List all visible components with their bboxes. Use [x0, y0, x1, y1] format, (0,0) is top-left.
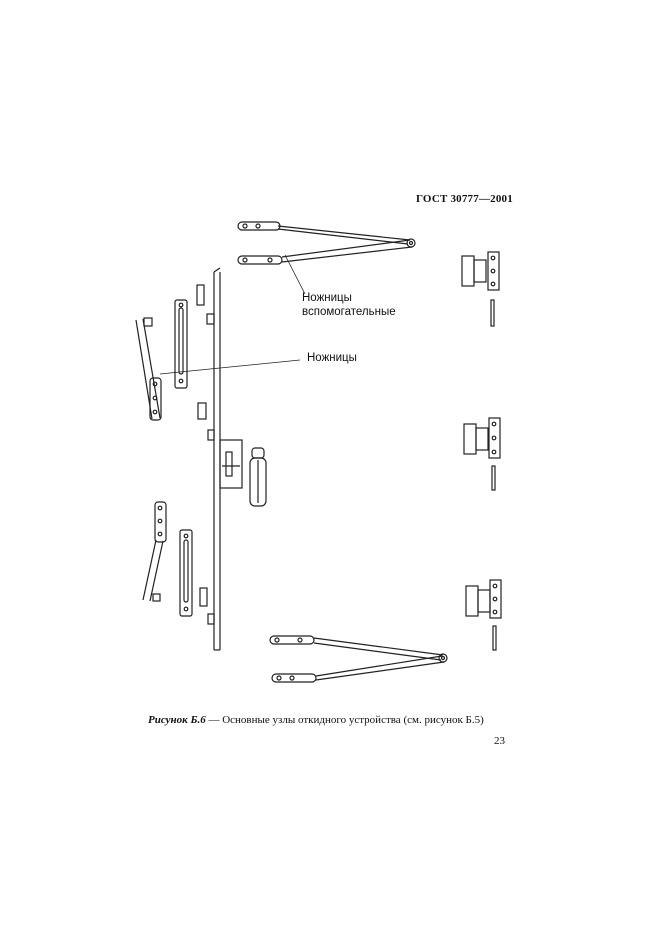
callout-auxiliary-scissors: Ножницы вспомогательные: [302, 291, 396, 319]
document-code-header: ГОСТ 30777—2001: [416, 193, 513, 205]
hinge-bottom: [465, 579, 502, 651]
strike-plate-lower: [179, 529, 193, 617]
scissors-arm-lower-left: [142, 501, 167, 602]
figure-caption-label: Рисунок Б.6: [148, 714, 206, 726]
figure-caption-text: — Основные узлы откидного устройства (см…: [205, 714, 484, 726]
callout-scissors: Ножницы: [307, 352, 357, 364]
hinge-middle: [463, 417, 501, 491]
scissors-leader-line: [159, 359, 301, 375]
auxiliary-scissors-bottom: [269, 635, 448, 683]
auxiliary-scissors-top: [237, 221, 416, 295]
rod-brackets: [196, 284, 215, 625]
callout-auxiliary-scissors-line1: Ножницы: [302, 292, 352, 304]
hinge-top: [461, 251, 500, 327]
vertical-locking-rod: [213, 267, 221, 651]
page-number: 23: [494, 735, 505, 747]
handle-gearbox: [219, 439, 267, 507]
scissors-arm-upper-left: [135, 317, 162, 421]
callout-auxiliary-scissors-line2: вспомогательные: [302, 306, 396, 318]
figure-caption: Рисунок Б.6 — Основные узлы откидного ус…: [148, 714, 484, 726]
strike-plate-upper: [174, 299, 188, 389]
